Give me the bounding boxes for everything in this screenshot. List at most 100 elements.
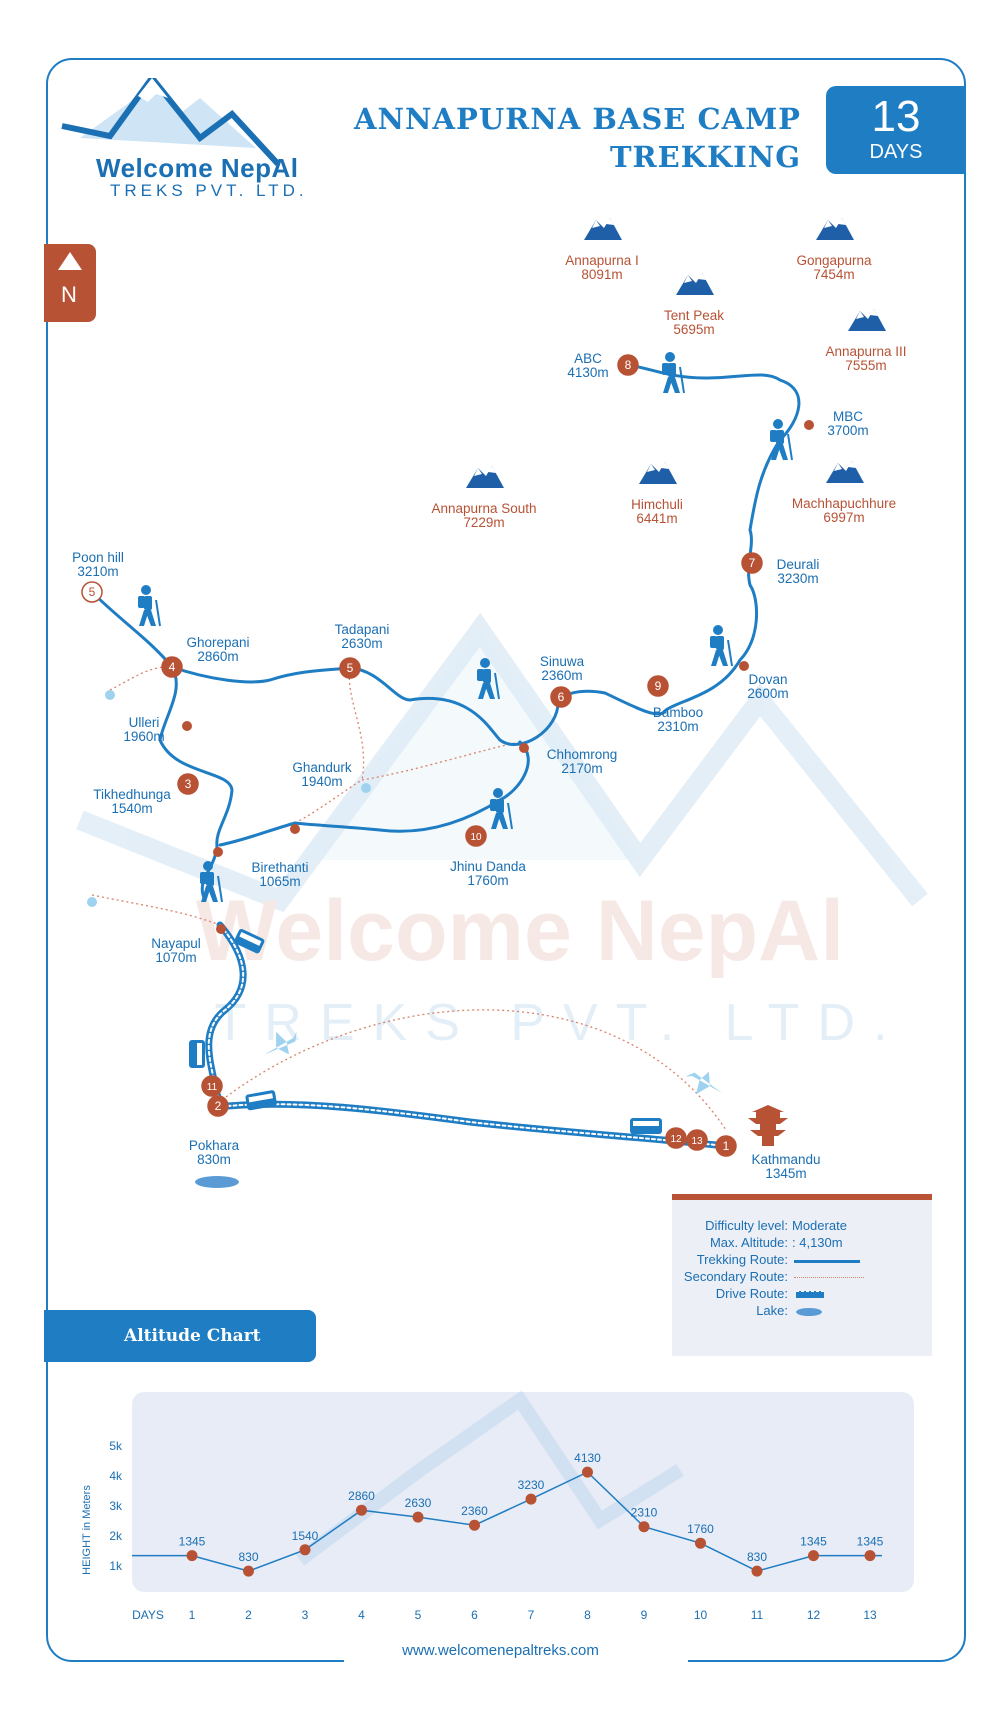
- chart-x-tick: 13: [863, 1608, 877, 1622]
- waypoint-dot-dovan: [739, 661, 749, 671]
- chart-x-tick: 8: [584, 1608, 591, 1622]
- day-marker-9: 9: [647, 675, 669, 697]
- day-marker-10: 10: [465, 825, 487, 847]
- day-marker-13: 13: [686, 1129, 708, 1151]
- day-marker-label: 12: [670, 1134, 682, 1145]
- chart-point: [638, 1521, 650, 1533]
- secondary-route-tadapani: [348, 667, 365, 781]
- day-marker-4: 4: [161, 656, 183, 678]
- peak-icon-5: [639, 462, 677, 484]
- day-marker-8: 8: [617, 354, 639, 376]
- legend-drive-swatch: [796, 1291, 824, 1298]
- chart-point: [808, 1550, 819, 1562]
- logo-subtitle: TREKS PVT. LTD.: [110, 181, 308, 200]
- chart-point: [412, 1511, 424, 1523]
- chart-x-tick: 3: [302, 1608, 309, 1622]
- chart-data-label: 4130: [574, 1451, 601, 1465]
- logo-ridge: [61, 78, 281, 167]
- company-logo: [61, 78, 281, 167]
- hiker-icon-3: [710, 625, 733, 667]
- footer-url[interactable]: www.welcomenepaltreks.com: [402, 1642, 599, 1659]
- waypoint-dot-mbc: [804, 420, 814, 430]
- north-indicator: N: [44, 244, 96, 322]
- waypoint-dot-birethanti: [213, 847, 223, 857]
- watermark-sub: TREKS PVT. LTD.: [215, 994, 906, 1052]
- bus-icon-1: [234, 928, 265, 954]
- chart-x-tick: 7: [528, 1608, 535, 1622]
- legend-difficulty-value: Moderate: [792, 1218, 847, 1233]
- day-marker-5: 5: [81, 581, 103, 603]
- chart-point: [751, 1565, 763, 1577]
- legend-drive-label: Drive Route:: [715, 1286, 788, 1301]
- chart-xlabel: DAYS: [132, 1608, 164, 1622]
- north-arrow-icon: [58, 252, 82, 270]
- chart-x-tick: 5: [415, 1608, 422, 1622]
- chart-point: [864, 1550, 876, 1562]
- day-marker-label: 10: [470, 832, 482, 843]
- chart-data-label: 1345: [857, 1535, 884, 1549]
- frame-gap: [344, 1648, 688, 1668]
- chart-point: [525, 1493, 537, 1505]
- day-marker-label: 7: [749, 556, 756, 570]
- chart-data-label: 2860: [348, 1489, 375, 1503]
- day-marker-label: 4: [169, 660, 176, 674]
- day-marker-5: 5: [339, 657, 361, 679]
- chart-x-tick: 2: [245, 1608, 252, 1622]
- hiker-icon-4: [477, 658, 500, 700]
- chart-point: [243, 1565, 254, 1577]
- bus-icon-4: [630, 1118, 662, 1134]
- legend-max-alt-label: Max. Altitude:: [709, 1235, 788, 1250]
- title-line-1: ANNAPURNA BASE CAMP: [354, 102, 801, 136]
- trek-map: Welcome NepAl TREKS PVT. LTD. 8 7 9 6 5 4 5 3 10…: [76, 218, 928, 1188]
- chart-y-tick: 2k: [109, 1529, 123, 1543]
- map-legend: Difficulty level: Moderate Max. Altitude…: [672, 1194, 932, 1356]
- route-segment-south: [218, 740, 530, 847]
- peak-icon-1: [816, 218, 854, 240]
- hiker-icon-1: [662, 352, 685, 394]
- hikers-layer: [138, 352, 793, 903]
- legend-difficulty-label: Difficulty level:: [705, 1218, 788, 1233]
- days-number: 13: [871, 92, 921, 141]
- watermark-word: Welcome NepAl: [196, 883, 844, 979]
- chart-point: [186, 1550, 198, 1562]
- day-marker-11: 11: [201, 1075, 223, 1097]
- north-label: N: [61, 282, 77, 307]
- day-marker-2: 2: [207, 1095, 229, 1117]
- day-marker-label: 9: [655, 679, 662, 693]
- day-marker-label: 1: [723, 1139, 730, 1153]
- peak-icon-3: [848, 309, 886, 331]
- hiker-icon-2: [770, 419, 793, 461]
- day-marker-label: 8: [625, 358, 632, 372]
- chart-data-label: 1540: [292, 1529, 319, 1543]
- transport-icons: [189, 928, 722, 1134]
- secondary-route-nayapul: [91, 894, 221, 926]
- day-marker-label: 3: [185, 777, 192, 791]
- day-marker-label: 2: [215, 1099, 222, 1113]
- chart-y-tick: 5k: [109, 1439, 123, 1453]
- chart-point: [299, 1544, 311, 1556]
- chart-data-label: 1760: [687, 1522, 714, 1536]
- day-marker-6: 6: [550, 686, 572, 708]
- chart-x-tick: 10: [694, 1608, 708, 1622]
- watermark: Welcome NepAl TREKS PVT. LTD.: [76, 612, 928, 1052]
- day-marker-label: 13: [691, 1136, 703, 1147]
- days-label: DAYS: [869, 141, 923, 163]
- day-marker-7: 7: [741, 552, 763, 574]
- waypoint-dot-ghandruk-jct: [290, 824, 300, 834]
- legend-secondary-swatch: [794, 1277, 864, 1278]
- waypoint-dot-nayapul: [216, 924, 226, 934]
- pokhara-lake-icon: [195, 1176, 239, 1188]
